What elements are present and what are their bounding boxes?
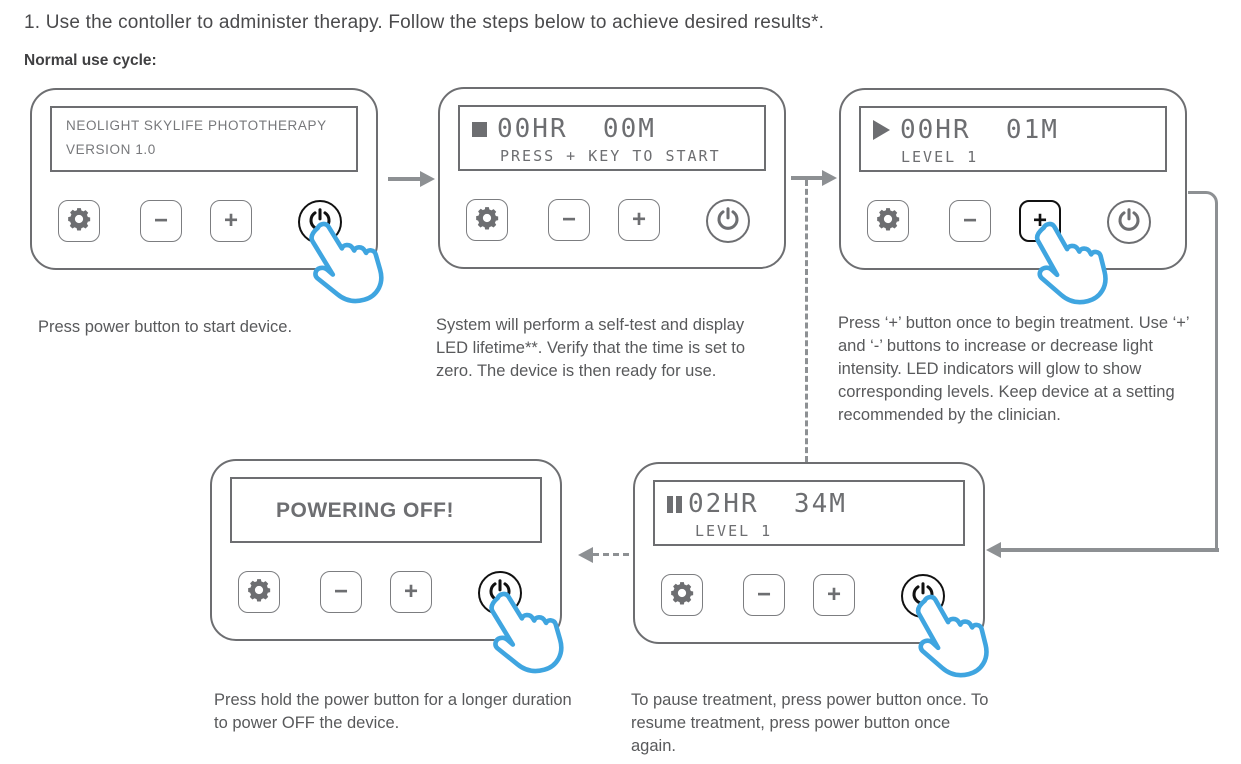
settings-button[interactable] [867, 200, 909, 242]
settings-button[interactable] [58, 200, 100, 242]
gear-icon [474, 205, 500, 236]
screen-line: 02HR 34M [655, 489, 963, 519]
hand-cursor-icon [297, 207, 395, 316]
gear-icon [246, 577, 272, 608]
screen-line: PRESS + KEY TO START [500, 147, 721, 165]
screen-line: 00HR 01M [861, 115, 1165, 145]
screen-line: NEOLIGHT SKYLIFE PHOTOTHERAPY [66, 118, 327, 133]
device-screen: 00HR 01M LEVEL 1 [859, 106, 1167, 172]
settings-button[interactable] [661, 574, 703, 616]
section-subtitle: Normal use cycle: [24, 52, 157, 69]
stop-square-icon [472, 121, 487, 137]
settings-button[interactable] [238, 571, 280, 613]
page-title: 1. Use the contoller to administer thera… [24, 12, 825, 33]
device-panel-startup: NEOLIGHT SKYLIFE PHOTOTHERAPY VERSION 1.… [30, 88, 378, 270]
device-screen: NEOLIGHT SKYLIFE PHOTOTHERAPY VERSION 1.… [50, 106, 358, 172]
increase-button[interactable]: + [210, 200, 252, 242]
device-screen: POWERING OFF! [230, 477, 542, 543]
gear-icon [66, 206, 92, 237]
increase-button[interactable]: + [618, 199, 660, 241]
caption-power-off: Press hold the power button for a longer… [214, 691, 572, 732]
increase-button[interactable]: + [813, 574, 855, 616]
device-panel-treatment: 00HR 01M LEVEL 1 − + [839, 88, 1187, 270]
gear-icon [875, 206, 901, 237]
caption-startup: Press power button to start device. [38, 318, 293, 336]
hand-cursor-icon [477, 577, 575, 686]
gear-icon [669, 580, 695, 611]
power-icon [1116, 207, 1142, 238]
flow-dashed-line-selftest-to-paused [805, 180, 808, 462]
screen-line: VERSION 1.0 [66, 142, 156, 157]
device-screen: 00HR 00M PRESS + KEY TO START [458, 105, 766, 171]
caption-self-test: System will perform a self-test and disp… [436, 316, 746, 380]
decrease-button[interactable]: − [140, 200, 182, 242]
hand-cursor-icon [1023, 209, 1119, 317]
device-screen: 02HR 34M LEVEL 1 [653, 480, 965, 546]
hand-cursor-icon [904, 582, 1000, 690]
caption-paused: To pause treatment, press power button o… [631, 691, 989, 755]
decrease-button[interactable]: − [548, 199, 590, 241]
device-panel-self-test: 00HR 00M PRESS + KEY TO START − + [438, 87, 786, 269]
decrease-button[interactable]: − [320, 571, 362, 613]
screen-line: 00HR 00M [460, 114, 764, 144]
play-triangle-icon [873, 120, 890, 140]
decrease-button[interactable]: − [949, 200, 991, 242]
screen-line: LEVEL 1 [901, 148, 979, 166]
screen-line: LEVEL 1 [695, 522, 773, 540]
power-button[interactable] [1107, 200, 1151, 244]
screen-line: POWERING OFF! [276, 499, 454, 522]
caption-treatment: Press ‘+’ button once to begin treatment… [838, 314, 1189, 424]
pause-bars-icon [667, 495, 682, 513]
settings-button[interactable] [466, 199, 508, 241]
increase-button[interactable]: + [390, 571, 432, 613]
power-icon [715, 206, 741, 237]
decrease-button[interactable]: − [743, 574, 785, 616]
power-button[interactable] [706, 199, 750, 243]
